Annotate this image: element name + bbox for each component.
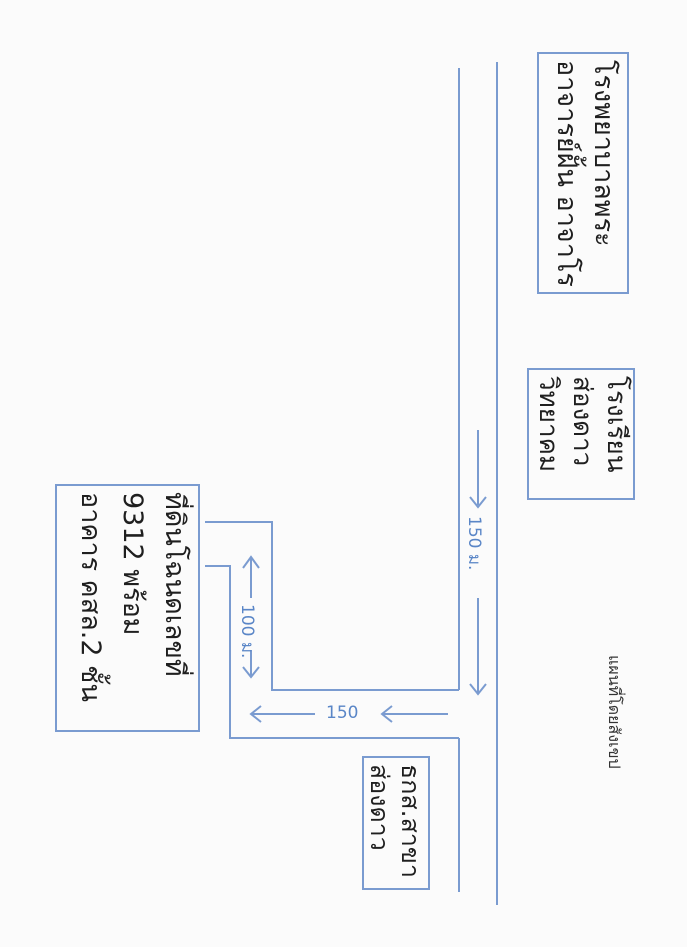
land-box — [55, 484, 200, 732]
side-road-arrowhead-up — [242, 555, 260, 569]
hospital-label: โรงพยาบาลพระ อาจารย์ฝั้น อาจาโร — [548, 60, 622, 287]
side-road-arrowhead-right — [380, 705, 393, 723]
bank-label: ธกส.สาขา ส่องดาว — [364, 764, 426, 878]
hospital-label-line-1: โรงพยาบาลพระ — [588, 60, 619, 247]
school-box — [527, 368, 635, 500]
land-label-line-2: 9312 พร้อม — [117, 492, 148, 636]
side-road-edge-outer — [205, 521, 459, 691]
side-road-arrowhead-down — [242, 666, 260, 679]
school-label-line-1: โรงเรียน — [601, 376, 631, 473]
bank-label-line-1: ธกส.สาขา — [396, 764, 425, 879]
map-title: แผนที่โดยสังเขป — [605, 655, 624, 769]
school-label-line-2: ส่องดาว — [567, 376, 597, 467]
side-road-horizontal-distance-label: 150 — [326, 703, 359, 723]
bank-box — [362, 756, 430, 890]
main-road-distance-label: 150 ม. — [464, 516, 484, 571]
hospital-box — [537, 52, 629, 294]
main-road-arrowhead-lower — [469, 683, 487, 696]
side-road-arrowhead-left — [249, 705, 262, 723]
land-label-line-3: อาคาร คสล.2 ชั้น — [75, 492, 106, 702]
land-label-line-1: ที่ดินโฉนดเลขที่ — [159, 492, 190, 677]
school-label: โรงเรียน ส่องดาว วิทยาคม — [531, 376, 633, 472]
main-road-arrowhead-upper — [469, 496, 487, 509]
bank-label-line-2: ส่องดาว — [365, 764, 394, 851]
hospital-label-line-2: อาจารย์ฝั้น อาจาโร — [551, 60, 582, 287]
school-label-line-3: วิทยาคม — [533, 376, 563, 473]
side-road-edge-inner — [205, 565, 459, 739]
side-road-vertical-distance-label: 100 ม. — [237, 604, 257, 659]
land-label: ที่ดินโฉนดเลขที่ 9312 พร้อม อาคาร คสล.2 … — [69, 492, 195, 702]
